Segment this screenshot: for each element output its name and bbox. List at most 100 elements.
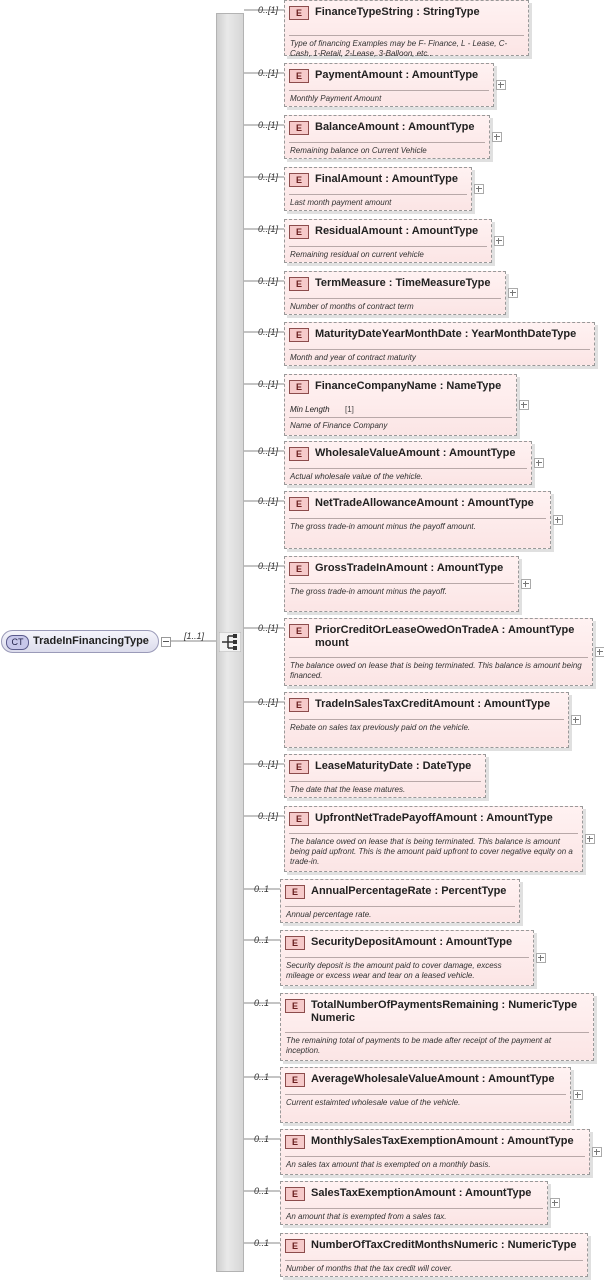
element-description: Monthly Payment Amount	[290, 94, 382, 103]
expand-icon[interactable]	[553, 515, 563, 525]
expand-icon[interactable]	[494, 236, 504, 246]
element-cardinality: 0..[1]	[258, 561, 279, 571]
expand-icon[interactable]	[592, 1147, 602, 1157]
element-badge: E	[285, 1073, 305, 1087]
element-description: Rebate on sales tax previously paid on t…	[290, 723, 471, 732]
expand-icon[interactable]	[585, 834, 595, 844]
element-divider	[285, 906, 515, 907]
expand-icon[interactable]	[474, 184, 484, 194]
element-divider	[289, 781, 481, 782]
root-complex-type[interactable]: CT TradeInFinancingType	[1, 630, 159, 653]
collapse-icon[interactable]	[161, 637, 171, 647]
element-description: The date that the lease matures.	[290, 785, 406, 794]
element-divider	[289, 246, 487, 247]
element-divider	[285, 1094, 566, 1095]
element-description: The remaining total of payments to be ma…	[286, 1036, 552, 1055]
element-cardinality: 0..[1]	[258, 224, 279, 234]
element-badge: E	[289, 447, 309, 461]
element-name: GrossTradeInAmount : AmountType	[315, 562, 504, 574]
element-name: FinanceCompanyName : NameType	[315, 380, 502, 392]
element-divider	[289, 719, 564, 720]
element-cardinality: 0..[1]	[258, 697, 279, 707]
element-name: FinalAmount : AmountType	[315, 173, 458, 185]
element-badge: E	[285, 885, 305, 899]
element-cardinality: 0..1	[254, 884, 270, 894]
element-description: Remaining balance on Current Vehicle	[290, 146, 427, 155]
element-name: AnnualPercentageRate : PercentType	[311, 885, 507, 897]
element-description: Annual percentage rate.	[286, 910, 372, 919]
element-cardinality: 0..[1]	[258, 172, 279, 182]
expand-icon[interactable]	[550, 1198, 560, 1208]
element-description: An amount that is exempted from a sales …	[286, 1212, 447, 1221]
expand-icon[interactable]	[496, 80, 506, 90]
element-name: PaymentAmount : AmountType	[315, 69, 479, 81]
element-name: PriorCreditOrLeaseOwedOnTradeA : AmountT…	[315, 624, 575, 649]
element-description: Type of financing Examples may be F- Fin…	[290, 39, 508, 58]
element-cardinality: 0..[1]	[258, 379, 279, 389]
element-description: Month and year of contract maturity	[290, 353, 416, 362]
element-badge: E	[289, 225, 309, 239]
expand-icon[interactable]	[595, 647, 604, 657]
element-badge: E	[289, 277, 309, 291]
element-description: Last month payment amount	[290, 198, 392, 207]
element-badge: E	[289, 698, 309, 712]
expand-icon[interactable]	[521, 579, 531, 589]
sequence-icon[interactable]	[219, 632, 241, 652]
element-badge: E	[289, 69, 309, 83]
element-divider	[285, 957, 529, 958]
expand-icon[interactable]	[534, 458, 544, 468]
element-badge: E	[285, 999, 305, 1013]
expand-icon[interactable]	[571, 715, 581, 725]
element-divider	[285, 1156, 585, 1157]
element-divider	[285, 1208, 543, 1209]
element-badge: E	[285, 1239, 305, 1253]
expand-icon[interactable]	[492, 132, 502, 142]
facet-label: Min Length	[290, 405, 330, 414]
element-badge: E	[289, 121, 309, 135]
element-description: The balance owed on lease that is being …	[290, 837, 573, 866]
element-cardinality: 0..1	[254, 1072, 270, 1082]
element-description: The gross trade-in amount minus the payo…	[290, 522, 476, 531]
element-divider	[289, 35, 524, 36]
element-node[interactable]: E NumberOfTaxCreditMonthsNumeric : Numeri…	[280, 1233, 588, 1277]
element-cardinality: 0..[1]	[258, 327, 279, 337]
expand-icon[interactable]	[536, 953, 546, 963]
element-divider	[289, 90, 489, 91]
expand-icon[interactable]	[573, 1090, 583, 1100]
expand-icon[interactable]	[508, 288, 518, 298]
element-cardinality: 0..[1]	[258, 623, 279, 633]
element-description: Name of Finance Company	[290, 421, 388, 430]
complex-type-badge: CT	[6, 635, 29, 650]
root-type-name: TradeInFinancingType	[33, 635, 149, 647]
element-badge: E	[289, 497, 309, 511]
element-description: The balance owed on lease that is being …	[290, 661, 582, 680]
element-description: Remaining residual on current vehicle	[290, 250, 424, 259]
element-divider	[289, 142, 485, 143]
element-name: NumberOfTaxCreditMonthsNumeric : Numeric…	[311, 1239, 577, 1251]
element-divider	[289, 468, 527, 469]
element-name: MonthlySalesTaxExemptionAmount : AmountT…	[311, 1135, 574, 1147]
expand-icon[interactable]	[519, 400, 529, 410]
